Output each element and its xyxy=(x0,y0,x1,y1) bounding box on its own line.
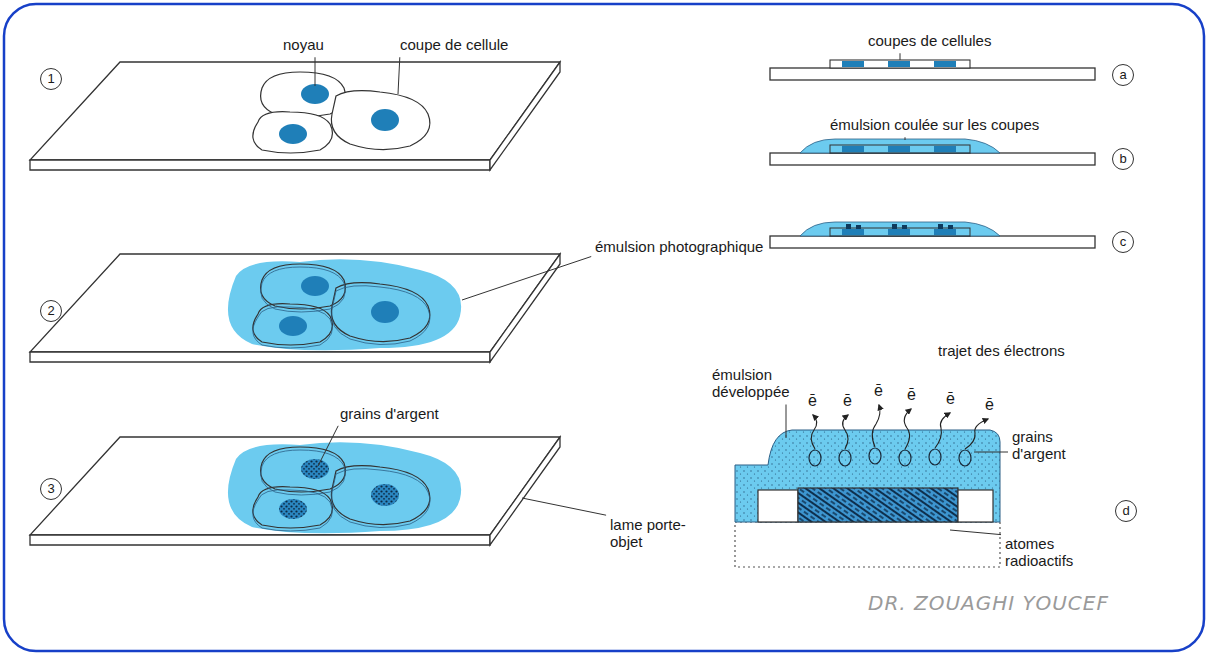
part-label: émulsion photographique xyxy=(595,238,763,255)
electron-symbol: ē xyxy=(985,396,994,414)
leader-line xyxy=(950,530,1001,535)
part-label: lame porte-objet xyxy=(610,516,695,551)
callout-number: 2 xyxy=(40,300,62,322)
electron-symbol: ē xyxy=(808,392,817,410)
callout-letter: a xyxy=(1112,64,1134,86)
watermark: DR. ZOUAGHI YOUCEF xyxy=(868,592,1109,615)
part-label: émulsion coulée sur les coupes xyxy=(830,116,1039,133)
leader-line xyxy=(522,498,606,515)
leader-line xyxy=(462,257,591,300)
leader-line xyxy=(315,57,316,86)
part-label: coupe de cellule xyxy=(400,36,508,53)
electron-symbol: ē xyxy=(946,390,955,408)
part-label: trajet des électrons xyxy=(938,342,1065,359)
leader-line xyxy=(900,53,901,60)
electron-symbol: ē xyxy=(874,382,883,400)
part-label: grains d'argent xyxy=(1012,428,1082,463)
part-label: grains d'argent xyxy=(340,405,439,422)
electron-symbol: ē xyxy=(907,386,916,404)
callout-letter: d xyxy=(1115,500,1137,522)
part-label: noyau xyxy=(283,36,324,53)
electron-symbol: ē xyxy=(843,392,852,410)
callout-number: 3 xyxy=(40,478,62,500)
leader-line xyxy=(786,405,787,439)
callout-letter: b xyxy=(1112,148,1134,170)
leader-line xyxy=(398,57,400,94)
leader-line xyxy=(905,137,906,140)
part-label: atomes radioactifs xyxy=(1005,535,1095,570)
leader-line xyxy=(974,452,1008,453)
callout-letter: c xyxy=(1112,231,1134,253)
callout-number: 1 xyxy=(40,68,62,90)
part-label: émulsion développée xyxy=(712,366,807,401)
leader-line xyxy=(318,426,338,466)
part-label: coupes de cellules xyxy=(868,32,991,49)
